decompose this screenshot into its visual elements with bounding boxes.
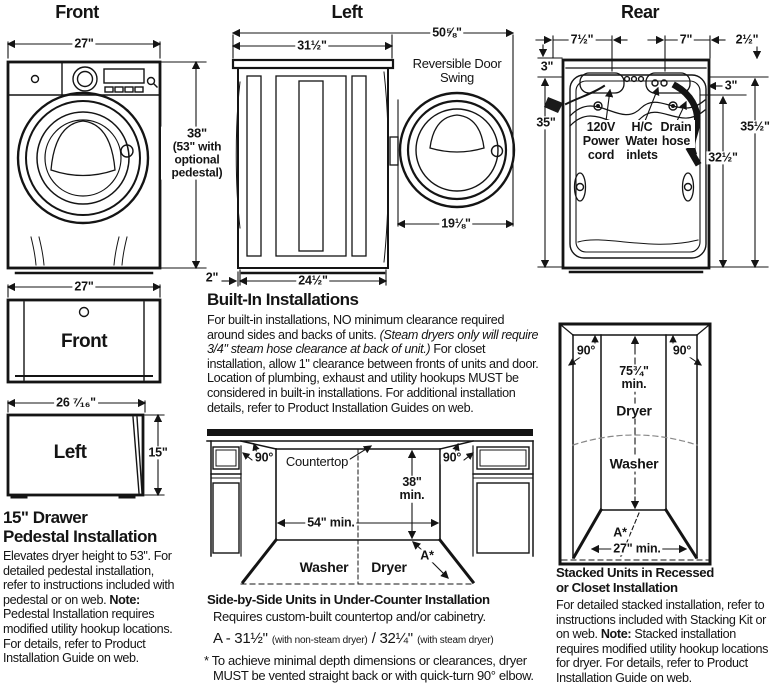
uc-height-min-dim: 38" min. xyxy=(391,475,433,503)
front-view-drawing xyxy=(6,60,162,275)
uc-dryer-label: Dryer xyxy=(371,559,407,575)
pedestal-left-label: Left xyxy=(53,442,87,463)
door-depth-dim: 19⅛" xyxy=(439,216,473,231)
front-height-value: 38" xyxy=(186,125,208,141)
left-top-depth-dim: 31½" xyxy=(295,38,329,53)
stacked-units-diagram xyxy=(558,322,712,566)
front-width-dim: 27" xyxy=(72,36,96,51)
stacked-body-before: For detailed stacked installation, refer… xyxy=(556,598,766,642)
stacked-angle-left-label: 90° xyxy=(574,343,598,358)
rear-edge-offset-dim: 2½" xyxy=(733,32,761,47)
left-rear-gap-dim: 2" xyxy=(203,270,221,285)
pedestal-body-text: Elevates dryer height to 53". For detail… xyxy=(3,549,179,666)
left-overall-depth-dim: 50⅝" xyxy=(430,25,464,40)
uc-a-note-1: (with non-steam dryer) xyxy=(271,635,368,646)
builtin-body-italic: (Steam dryers only will require 3/4" ste… xyxy=(207,327,539,357)
uc-footnote: * To achieve minimal depth dimensions or… xyxy=(204,653,538,683)
uc-subcaption: Requires custom-built countertop and/or … xyxy=(213,609,486,624)
power-cord-label: 120V Power cord xyxy=(578,120,624,162)
rear-hose-gap-dim: 3" xyxy=(722,78,740,93)
drain-hose-label: Drain hose xyxy=(657,120,695,148)
uc-footnote-text: To achieve minimal depth dimensions or c… xyxy=(211,653,534,683)
left-base-depth-dim: 24½" xyxy=(296,273,330,288)
builtin-heading: Built-In Installations xyxy=(207,290,359,309)
front-view-title: Front xyxy=(55,2,99,22)
pedestal-body-after: Pedestal Installation requires modified … xyxy=(3,607,173,666)
rear-height-right-dim: 35½" xyxy=(738,119,772,134)
rear-view-title: Rear xyxy=(620,2,660,22)
pedestal-note-label: Note: xyxy=(109,592,140,607)
stacked-caption-line1: Stacked Units in Recessed xyxy=(556,565,714,580)
uc-footnote-star: * xyxy=(204,653,209,668)
builtin-body-start: For built-in installations, NO minimum c… xyxy=(207,313,505,342)
stacked-washer-label: Washer xyxy=(607,455,661,472)
uc-a-value-2: / 32¼" xyxy=(371,630,413,647)
stacked-height-min-dim: 75¾" min. xyxy=(610,364,658,392)
rear-height-inner-dim: 32½" xyxy=(706,150,740,165)
rear-top-gap-dim: 3" xyxy=(538,59,556,74)
stacked-body-after: Stacked installation requires modified u… xyxy=(556,627,769,685)
rear-view-drawing xyxy=(544,58,711,274)
stacked-dryer-label: Dryer xyxy=(614,402,654,419)
left-view-drawing xyxy=(231,58,516,275)
pedestal-heading-line2: Pedestal Installation xyxy=(3,527,157,546)
stacked-width-min-dim: 27" min. xyxy=(611,541,663,556)
reversible-door-swing-label: Reversible Door Swing xyxy=(412,56,502,85)
uc-washer-label: Washer xyxy=(299,559,349,575)
stacked-angle-right-label: 90° xyxy=(670,343,694,358)
rear-height-left-dim: 35" xyxy=(534,115,558,130)
front-height-note: (53" with optional pedestal) xyxy=(171,139,223,180)
pedestal-section-heading: 15" Drawer Pedestal Installation xyxy=(3,508,157,546)
countertop-label: Countertop xyxy=(283,454,351,470)
uc-caption: Side-by-Side Units in Under-Counter Inst… xyxy=(207,592,490,607)
uc-angle-left-label: 90° xyxy=(252,450,276,465)
pedestal-front-width-dim: 27" xyxy=(72,279,96,294)
uc-width-min-dim: 54" min. xyxy=(305,515,357,530)
pedestal-body-before: Elevates dryer height to 53". For detail… xyxy=(3,549,175,607)
water-inlets-label: H/C Water inlets xyxy=(621,120,663,162)
pedestal-heading-line1: 15" Drawer xyxy=(3,508,88,527)
pedestal-height-dim: 15" xyxy=(146,445,170,460)
uc-a-marker: A* xyxy=(418,548,436,563)
uc-a-value-1: A - 31½" xyxy=(213,630,268,647)
builtin-body-text: For built-in installations, NO minimum c… xyxy=(207,313,539,415)
rear-left-offset-dim: 7½" xyxy=(568,32,596,47)
uc-a-values-line: A - 31½" (with non-steam dryer) / 32¼" (… xyxy=(213,630,494,648)
builtin-body-end: For closet installation, allow 1" cleara… xyxy=(207,342,539,415)
rear-view-dimensions xyxy=(535,35,769,269)
stacked-a-marker: A* xyxy=(611,525,629,540)
pedestal-front-label: Front xyxy=(60,331,108,352)
stacked-body-text: For detailed stacked installation, refer… xyxy=(556,598,775,686)
uc-a-note-2: (with steam dryer) xyxy=(417,635,494,646)
left-view-title: Left xyxy=(331,2,364,22)
stacked-caption-line2: or Closet Installation xyxy=(556,580,678,595)
stacked-note-label: Note: xyxy=(600,627,632,642)
pedestal-left-width-dim: 26 ⁷⁄₁₆" xyxy=(54,395,98,410)
stacked-caption: Stacked Units in Recessed or Closet Inst… xyxy=(556,565,714,595)
front-height-dim: 38" (53" with optional pedestal) xyxy=(161,125,233,180)
rear-right-offset-dim: 7" xyxy=(677,32,695,47)
uc-angle-right-label: 90° xyxy=(440,450,464,465)
